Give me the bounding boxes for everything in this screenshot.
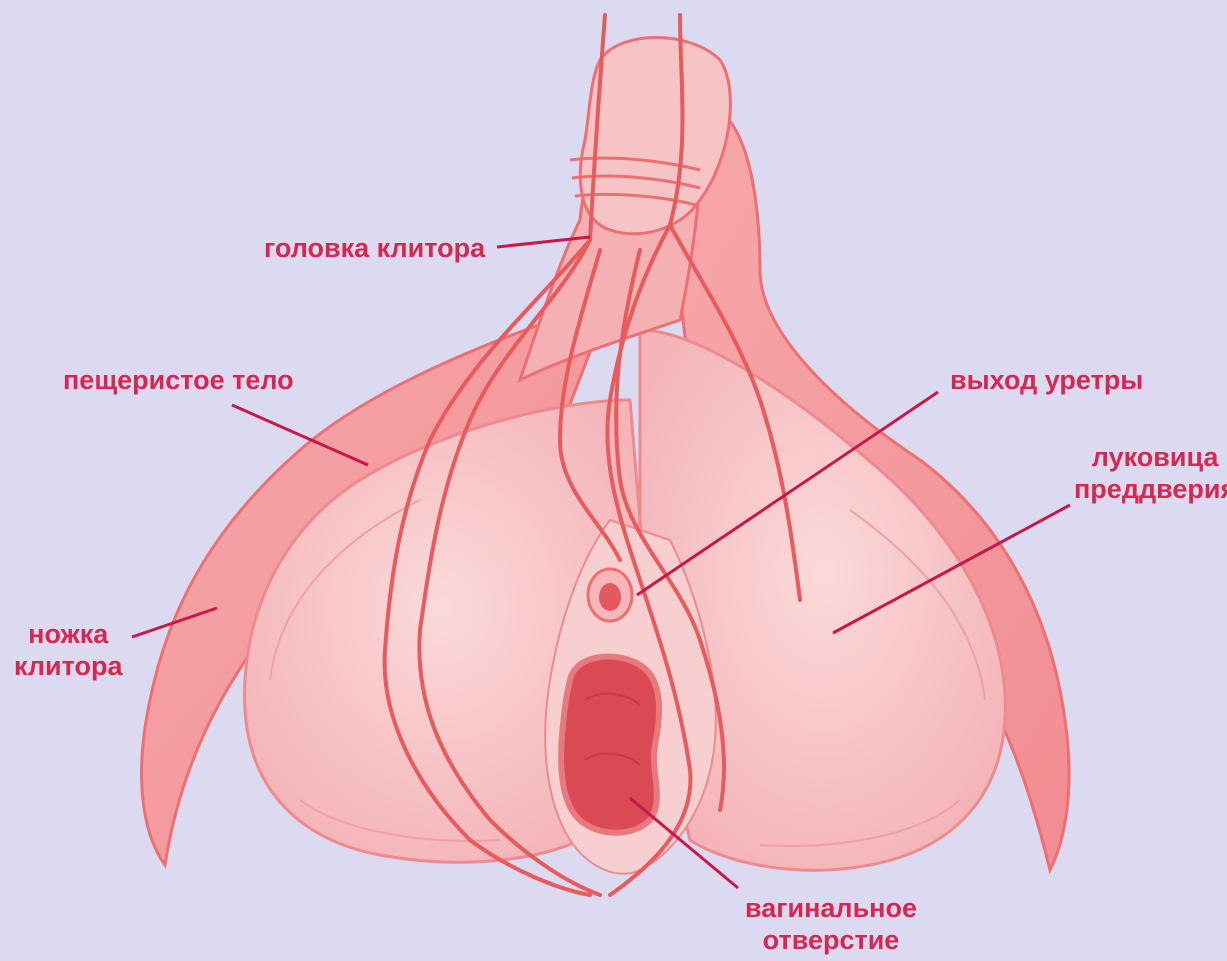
label-bulb-line1: луковица: [1074, 441, 1227, 473]
label-vaginal-line1: вагинальное: [745, 892, 917, 924]
label-crus-line1: ножка: [14, 618, 122, 650]
label-crus: ножка клитора: [14, 618, 122, 682]
label-vaginal-line2: отверстие: [745, 924, 917, 956]
label-urethra: выход уретры: [950, 364, 1143, 396]
label-bulb: луковица преддверия: [1074, 441, 1227, 505]
label-corpus-cavernosum: пещеристое тело: [63, 364, 294, 396]
label-bulb-line2: преддверия: [1074, 473, 1227, 505]
label-crus-line2: клитора: [14, 650, 122, 682]
vaginal-opening: [561, 657, 659, 833]
label-glans: головка клитора: [264, 232, 485, 264]
label-vaginal-opening: вагинальное отверстие: [745, 892, 917, 956]
